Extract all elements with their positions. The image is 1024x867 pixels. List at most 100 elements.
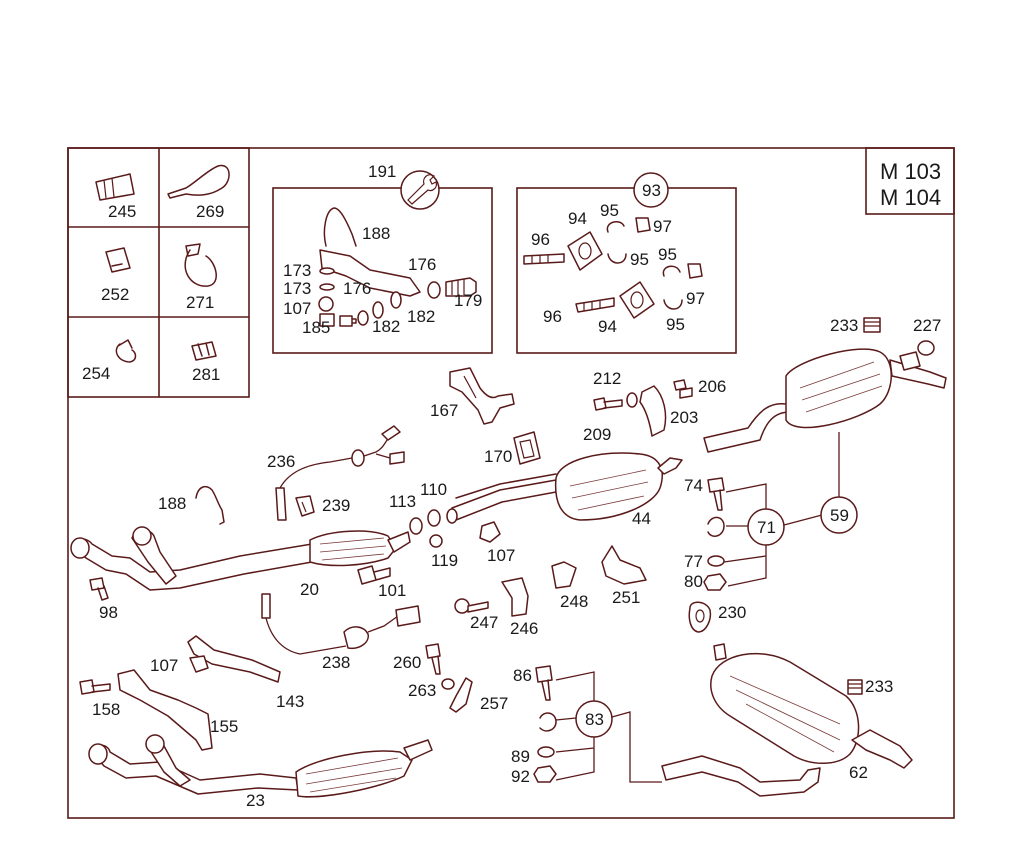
clip-95: [606, 221, 625, 233]
part-label: 94: [568, 209, 587, 228]
bolt-86: [535, 665, 553, 701]
part-label: 107: [150, 656, 178, 675]
clip-95: [663, 299, 683, 310]
bolt-179: [445, 277, 477, 297]
front-pipe-catalyst-20: 20: [70, 526, 411, 599]
bracket-248: 248: [551, 561, 588, 611]
rear-muffler-body-62: [710, 652, 860, 764]
washer-182: [357, 310, 369, 326]
nut-185: [319, 313, 335, 327]
part-label: 173: [283, 279, 311, 298]
part-label: 98: [99, 603, 118, 622]
tailpipe-outlet-lower: [851, 729, 913, 769]
part-label: 252: [101, 285, 129, 304]
part-label: 247: [470, 613, 498, 632]
part-label: 188: [362, 224, 390, 243]
heat-shield-155: 158 155: [79, 669, 238, 751]
part-label: 260: [393, 653, 421, 672]
middle-muffler-assembly: 44: [451, 452, 683, 528]
part-label: 263: [408, 681, 436, 700]
part-label: 74: [684, 476, 703, 495]
hanger-pin: [713, 643, 727, 661]
flange: [88, 743, 108, 765]
part-label: 185: [302, 318, 330, 337]
part-label: 209: [583, 425, 611, 444]
part-label: 167: [430, 401, 458, 420]
bracket-257: [449, 677, 473, 713]
washer-182: [390, 291, 402, 309]
callout-93: [633, 172, 669, 208]
part-label: 182: [372, 317, 400, 336]
clamp-110: [446, 508, 458, 524]
part-label: 233: [865, 677, 893, 696]
mounting-hardware-lower: 260 263 257: [393, 643, 508, 713]
part-label: 94: [598, 317, 617, 336]
part-label: 95: [630, 250, 649, 269]
part-label: 95: [600, 201, 619, 220]
mount-94: [619, 281, 655, 319]
nut-97: [635, 217, 651, 233]
part-label: 110: [420, 480, 447, 499]
part-label: 44: [632, 509, 651, 528]
part-label: 96: [531, 230, 550, 249]
front-pipe-lower: [91, 744, 299, 795]
bolt-74: [707, 477, 725, 511]
part-label: 20: [300, 580, 319, 599]
part-label: 248: [560, 592, 588, 611]
washer-173: [319, 283, 335, 291]
front-pipe: [71, 538, 313, 591]
part-label: 246: [510, 619, 538, 638]
part-label: 101: [378, 581, 406, 600]
part-label: 281: [192, 365, 220, 384]
cable-tie-269: [167, 164, 230, 199]
callout-label: 59: [830, 506, 849, 525]
part-label: 176: [408, 255, 436, 274]
intermediate-pipe-upper: [455, 473, 557, 499]
part-label: 119: [431, 551, 458, 570]
hose-clamp-271: [184, 243, 217, 287]
washer-89: [537, 746, 555, 758]
part-label: 227: [913, 316, 941, 335]
bracket-188: [323, 207, 357, 247]
hardware-group-71: 71 59 74 77 80: [684, 432, 858, 591]
bracket-246: 246: [501, 577, 538, 638]
hanger-bracket: [899, 351, 921, 371]
part-label: 23: [246, 791, 265, 810]
flange: [145, 734, 165, 754]
nut-206: [673, 379, 693, 399]
oxygen-sensor-236: 236: [267, 425, 405, 521]
rubber-ring-230: 230: [688, 601, 746, 633]
middle-muffler-44: [554, 452, 663, 521]
part-label: 245: [108, 202, 136, 221]
oxygen-sensor-238: 238: [261, 593, 421, 672]
bolt-185: [339, 315, 357, 327]
part-label: 62: [849, 763, 868, 782]
part-label: 191: [368, 162, 396, 181]
screw-247: 247: [454, 598, 498, 632]
part-label: 97: [653, 217, 672, 236]
part-label: 95: [666, 315, 685, 334]
bolt-98: 98: [89, 577, 118, 622]
part-label: 182: [407, 307, 435, 326]
flange: [70, 537, 90, 559]
rear-muffler-body: [785, 348, 892, 429]
part-label: 89: [511, 747, 530, 766]
part-label: 251: [612, 588, 640, 607]
rubber-hanger-203: [639, 385, 667, 437]
part-label: 113: [389, 492, 416, 511]
model-label-2: M 104: [880, 185, 941, 210]
rubber-mount-233: [847, 679, 863, 695]
diagram-frame: [67, 147, 955, 819]
clamp-239: 239: [295, 495, 350, 517]
part-label: 86: [513, 666, 532, 685]
part-label: 239: [322, 496, 350, 515]
part-label: 254: [82, 364, 110, 383]
bracket-143: 107 143: [150, 635, 304, 711]
plate-252: [105, 247, 131, 273]
hardware-group-83: 83 86 89 92: [511, 665, 662, 786]
callout-label: 83: [585, 710, 604, 729]
clip: [707, 516, 725, 537]
bolt-101: 101: [357, 565, 406, 600]
washer-77: [707, 555, 725, 567]
